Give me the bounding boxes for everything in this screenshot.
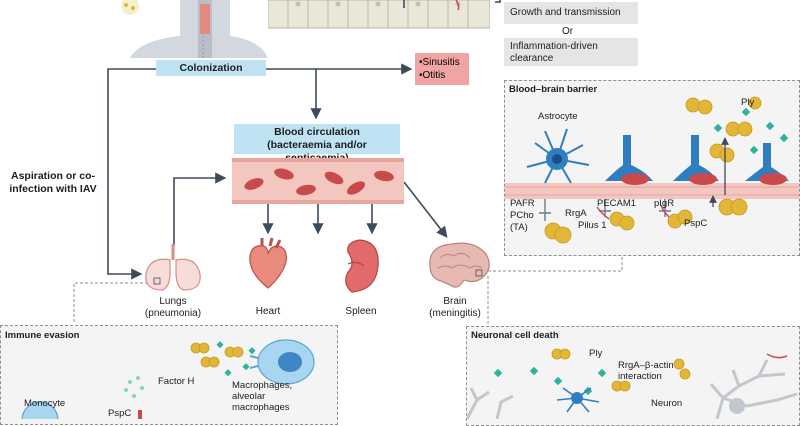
brain-label: Brain (meningitis) [429, 296, 481, 319]
neuronal-death-title: Neuronal cell death [471, 330, 559, 341]
bbb-illustration [505, 96, 799, 244]
astrocyte-icon [526, 128, 590, 184]
heart-icon [249, 238, 287, 289]
immune-illustration [21, 339, 315, 419]
pecam1-label: PECAM1 [597, 198, 637, 209]
rrga-interaction-label: RrgA–β-actin interaction [618, 360, 674, 382]
clearance-box: Inflammation-driven clearance [504, 38, 638, 66]
blood-circulation-box: Blood circulation (bacteraemia and/or se… [234, 124, 400, 164]
macrophages-label: Macrophages, alveolar macrophages [232, 380, 293, 413]
astrocyte-label: Astrocyte [538, 111, 578, 122]
immune-evasion-title: Immune evasion [5, 330, 80, 341]
growth-transmission-box: Growth and transmission [504, 2, 638, 24]
otitis-text: •Otitis [419, 70, 446, 81]
blood-vessel-illustration [232, 158, 404, 204]
blood-circulation-title: Blood circulation [274, 126, 360, 138]
neuron-label: Neuron [651, 398, 683, 409]
neuronal-illustration [467, 348, 798, 419]
monocyte-label: Monocyte [24, 398, 66, 409]
factor-h-label: Factor H [158, 376, 195, 387]
heart-label: Heart [255, 306, 281, 317]
epithelium-illustration [268, 0, 490, 29]
spleen-label: Spleen [345, 306, 377, 317]
clearance-text: Inflammation-driven clearance [510, 41, 598, 64]
or-text: Or [562, 26, 574, 37]
head-illustration [121, 0, 268, 58]
pilus1-label: Pilus 1 [578, 220, 607, 231]
neuronal-ply-label: Ply [589, 348, 603, 359]
aspiration-label: Aspiration or co-infection with IAV [0, 170, 106, 196]
spleen-icon [345, 239, 379, 293]
lungs-icon [145, 244, 201, 291]
growth-transmission-text: Growth and transmission [510, 7, 621, 18]
sinusitis-text: •Sinusitis [419, 57, 460, 68]
pigr-label: pIgR [654, 198, 675, 209]
sinusitis-otitis-box: •Sinusitis •Otitis [415, 53, 469, 85]
bbb-title: Blood–brain barrier [509, 84, 598, 95]
ta-label: (TA) [510, 222, 528, 233]
immune-pspc-label: PspC [108, 408, 132, 419]
bbb-pspc-label: PspC [684, 218, 708, 229]
brain-icon [429, 242, 490, 288]
rrga-label: RrgA [565, 208, 587, 219]
pafr-label: PAFR [510, 198, 535, 209]
pcho-label: PCho [510, 210, 534, 221]
bbb-ply-label: Ply [741, 97, 755, 108]
lungs-label: Lungs (pneumonia) [144, 296, 202, 319]
colonization-label: Colonization [156, 60, 266, 76]
